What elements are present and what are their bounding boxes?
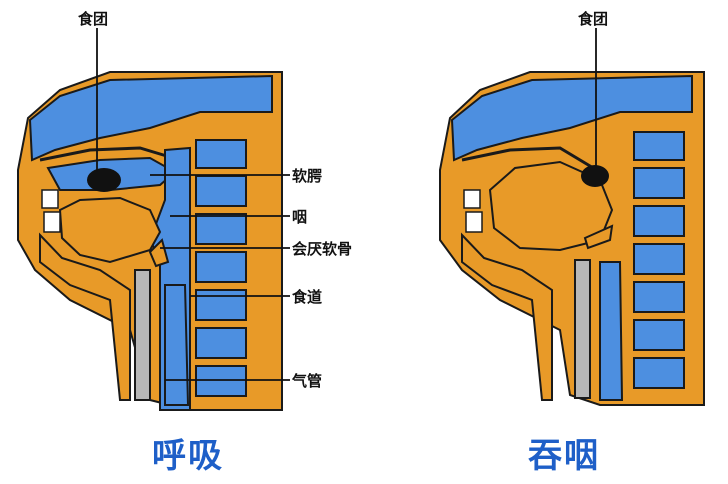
right-head-section	[439, 71, 705, 406]
right-vertebra	[633, 357, 685, 389]
right-vertebra	[633, 243, 685, 275]
right-spine	[633, 131, 685, 389]
left-vertebra	[195, 251, 247, 283]
left-trachea	[164, 284, 190, 406]
left-hard-palate	[39, 146, 181, 162]
caption-breathing: 呼吸	[152, 436, 224, 476]
label-trachea: 气管	[292, 372, 323, 390]
label-pharynx: 咽	[292, 208, 308, 226]
right-vertebra	[633, 167, 685, 199]
label-bolus-right: 食团	[578, 10, 609, 28]
left-vertebra	[195, 327, 247, 359]
right-vertebra	[633, 205, 685, 237]
label-epiglottis: 会厌软骨	[292, 240, 353, 258]
right-hard-palate	[461, 146, 601, 174]
left-teeth-lower	[43, 211, 61, 233]
right-nasal-cavity	[450, 74, 693, 162]
right-vertebra	[633, 131, 685, 161]
right-teeth-upper	[463, 189, 481, 209]
left-epiglottis	[148, 238, 170, 268]
right-trachea	[599, 261, 624, 401]
left-esophagus	[134, 269, 151, 401]
left-head-section	[17, 71, 283, 411]
left-leader-lines	[96, 28, 290, 381]
right-food-bolus	[581, 165, 609, 187]
left-vertebra	[195, 365, 247, 397]
label-esophagus: 食道	[292, 288, 323, 306]
right-epiglottis	[583, 224, 614, 250]
left-teeth-upper	[41, 189, 59, 209]
right-lower-jaw	[461, 232, 553, 401]
right-vertebra	[633, 281, 685, 313]
caption-swallowing: 吞咽	[528, 436, 600, 476]
right-vertebra	[633, 319, 685, 351]
right-teeth-lower	[465, 211, 483, 233]
left-vertebra	[195, 175, 247, 207]
left-vertebra	[195, 139, 247, 169]
left-spine	[195, 139, 247, 397]
label-bolus-left: 食团	[78, 10, 109, 28]
left-lower-jaw	[39, 232, 131, 401]
left-vertebra	[195, 213, 247, 245]
label-soft-palate: 软腭	[292, 167, 323, 185]
right-esophagus	[574, 259, 591, 399]
right-tongue	[488, 160, 614, 252]
left-food-bolus	[87, 168, 121, 192]
left-vertebra	[195, 289, 247, 321]
left-nasal-cavity	[28, 74, 273, 162]
left-tongue	[58, 196, 162, 264]
